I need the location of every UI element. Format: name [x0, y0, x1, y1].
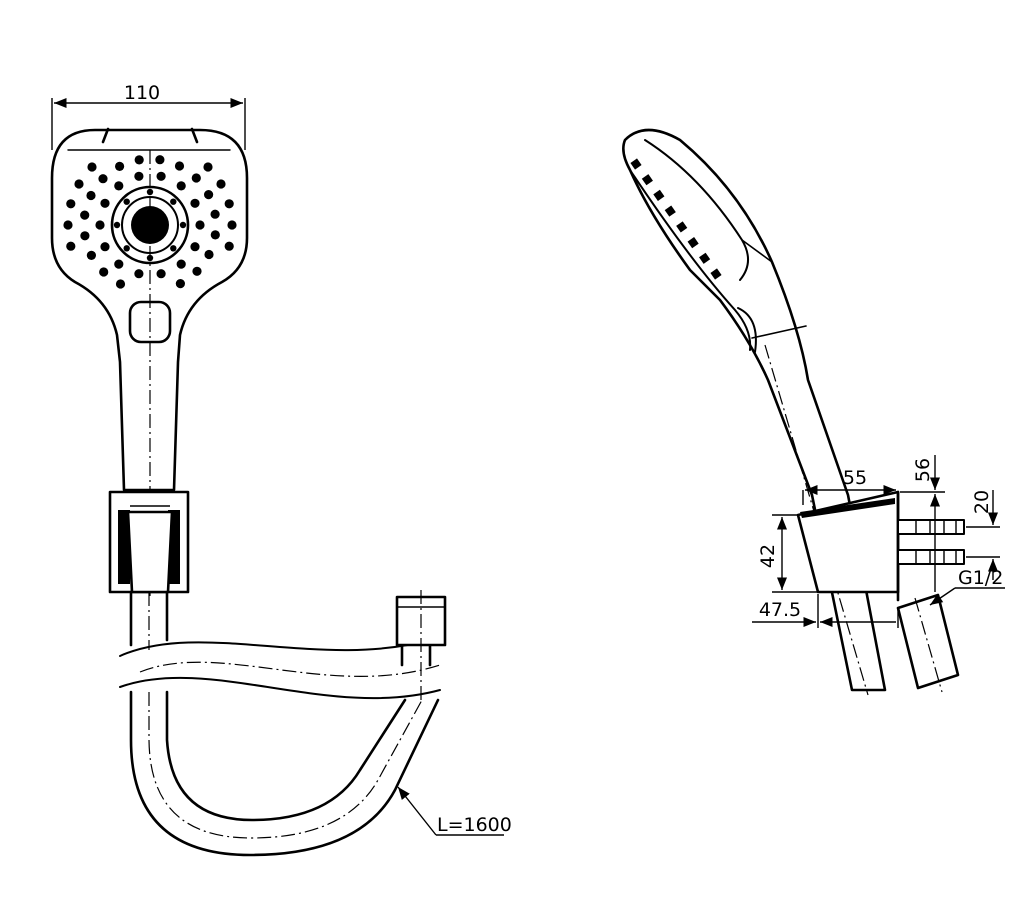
spray-nozzle	[80, 231, 90, 241]
front-view: 110	[50, 82, 512, 857]
head-width-dimension: 110	[51, 82, 246, 150]
bracket-offset-label: 47.5	[759, 599, 801, 621]
spray-nozzle	[190, 198, 200, 208]
spray-nozzle	[115, 161, 125, 171]
spray-nozzle	[99, 267, 109, 277]
head-rim-detail	[101, 127, 199, 144]
side-nozzle	[653, 189, 665, 201]
handshower-side-outline	[622, 128, 887, 692]
side-nozzles	[630, 158, 722, 280]
spray-nozzle	[87, 162, 97, 172]
spray-nozzle	[227, 220, 237, 230]
spray-nozzle	[114, 259, 124, 269]
spray-nozzle	[216, 179, 226, 189]
spray-nozzle	[66, 199, 76, 209]
spray-nozzle	[204, 249, 214, 260]
spray-nozzle	[86, 190, 96, 201]
spray-nozzle	[156, 269, 166, 279]
side-nozzle	[664, 205, 676, 217]
spray-nozzle	[66, 241, 76, 251]
side-nozzle	[630, 158, 642, 170]
side-nozzle	[687, 237, 699, 249]
ring-nozzle	[123, 198, 130, 205]
spray-nozzle	[191, 173, 201, 183]
bracket-offset-dimension: 47.5	[752, 594, 899, 628]
spray-nozzle	[176, 181, 186, 191]
spray-nozzle	[86, 250, 96, 260]
spray-nozzle	[155, 155, 165, 165]
bracket-depth-dimension: 55	[802, 467, 896, 505]
ring-nozzle	[179, 221, 187, 229]
wall-bracket-side	[796, 490, 965, 693]
spray-nozzle	[100, 198, 110, 208]
hose	[119, 590, 447, 857]
spray-nozzle	[224, 199, 234, 209]
side-nozzle	[699, 252, 711, 264]
spray-nozzle	[210, 230, 220, 240]
wall-inlet-fittings	[897, 519, 965, 565]
hose-length-label: L=1600	[437, 814, 512, 836]
spray-nozzle	[134, 155, 144, 165]
bracket-height-label: 56	[912, 458, 934, 482]
bracket-depth-label: 55	[843, 467, 867, 489]
ring-nozzles	[113, 188, 187, 262]
mount-height-label: 42	[757, 544, 779, 568]
side-nozzle	[676, 221, 688, 233]
spray-nozzle	[203, 162, 213, 172]
head-width-label: 110	[124, 82, 160, 104]
spray-nozzle	[74, 179, 84, 189]
ring-nozzle	[170, 198, 177, 205]
spray-nozzle	[95, 220, 105, 230]
wall-bracket-front	[108, 490, 190, 594]
spray-nozzle	[134, 171, 144, 181]
side-view: 55 56 20 42 47.5	[622, 128, 1005, 696]
spray-nozzle	[98, 174, 108, 184]
spray-nozzle	[195, 220, 205, 230]
mount-height-dimension: 42	[757, 514, 818, 593]
handshower-outline	[50, 128, 249, 492]
side-nozzle	[710, 268, 722, 280]
spray-nozzle	[174, 161, 185, 171]
inlet-spacing-label: 20	[971, 490, 993, 514]
side-centerline	[764, 344, 869, 696]
spray-nozzle	[63, 220, 73, 230]
ring-nozzle	[170, 245, 177, 252]
spray-nozzle	[224, 241, 234, 251]
thread-callout: G1/2	[929, 567, 1005, 606]
spray-nozzle	[115, 279, 126, 289]
ring-nozzle	[113, 221, 121, 229]
spray-nozzle	[192, 266, 202, 276]
spray-nozzle	[190, 242, 200, 252]
spray-nozzle	[80, 210, 90, 220]
spray-nozzles	[63, 155, 237, 289]
spray-nozzle	[204, 190, 214, 200]
side-nozzle	[641, 174, 653, 186]
bracket-height-dimension: 56	[900, 455, 945, 592]
spray-nozzle	[134, 269, 144, 279]
spray-nozzle	[114, 181, 124, 191]
spray-nozzle	[210, 209, 220, 219]
spray-nozzle	[156, 171, 166, 181]
spray-nozzle	[100, 242, 110, 252]
ring-nozzle	[123, 245, 130, 252]
inlet-spacing-dimension: 20	[966, 490, 1000, 580]
hose-length-callout: L=1600	[397, 786, 512, 836]
spray-nozzle	[175, 279, 185, 289]
spray-nozzle	[176, 259, 186, 269]
thread-label: G1/2	[958, 567, 1003, 589]
